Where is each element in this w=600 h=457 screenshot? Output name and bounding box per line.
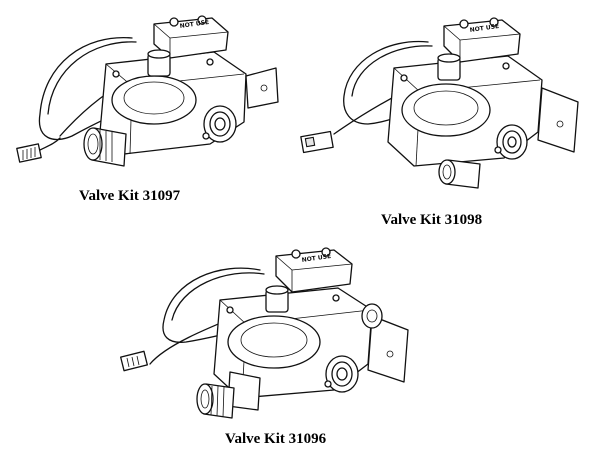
not-use-stamp: NOT USE: [179, 19, 209, 30]
mounting-bracket: [245, 67, 279, 109]
inlet-fitting: [438, 159, 481, 189]
inlet-fitting: [83, 127, 127, 167]
not-use-stamp: NOT USE: [301, 253, 331, 264]
connector-plug: [16, 143, 42, 163]
outlet-port: [496, 124, 528, 160]
control-block: [275, 249, 353, 293]
control-block: [153, 17, 229, 59]
outlet-port: [203, 105, 237, 143]
outlet-port: [325, 355, 359, 393]
mounting-bracket: [367, 315, 409, 383]
not-use-stamp: NOT USE: [469, 23, 499, 34]
caption-valve-kit-31098: Valve Kit 31098: [381, 212, 483, 228]
valve-kit-31096-drawing: NOT USE: [110, 240, 430, 430]
elbow-inlet-fitting: [196, 371, 261, 419]
side-port: [361, 303, 383, 329]
diaphragm: [227, 315, 321, 369]
connector-plug: [300, 130, 334, 154]
valve-kit-31098-drawing: NOT USE: [298, 12, 590, 198]
diaphragm: [401, 83, 491, 137]
caption-valve-kit-31096: Valve Kit 31096: [225, 431, 327, 447]
mounting-bracket: [537, 87, 579, 153]
control-block: [443, 19, 521, 63]
connector-plug: [120, 350, 148, 372]
valve-kit-31097-drawing: NOT USE: [14, 4, 284, 184]
caption-valve-kit-31097: Valve Kit 31097: [79, 188, 181, 204]
